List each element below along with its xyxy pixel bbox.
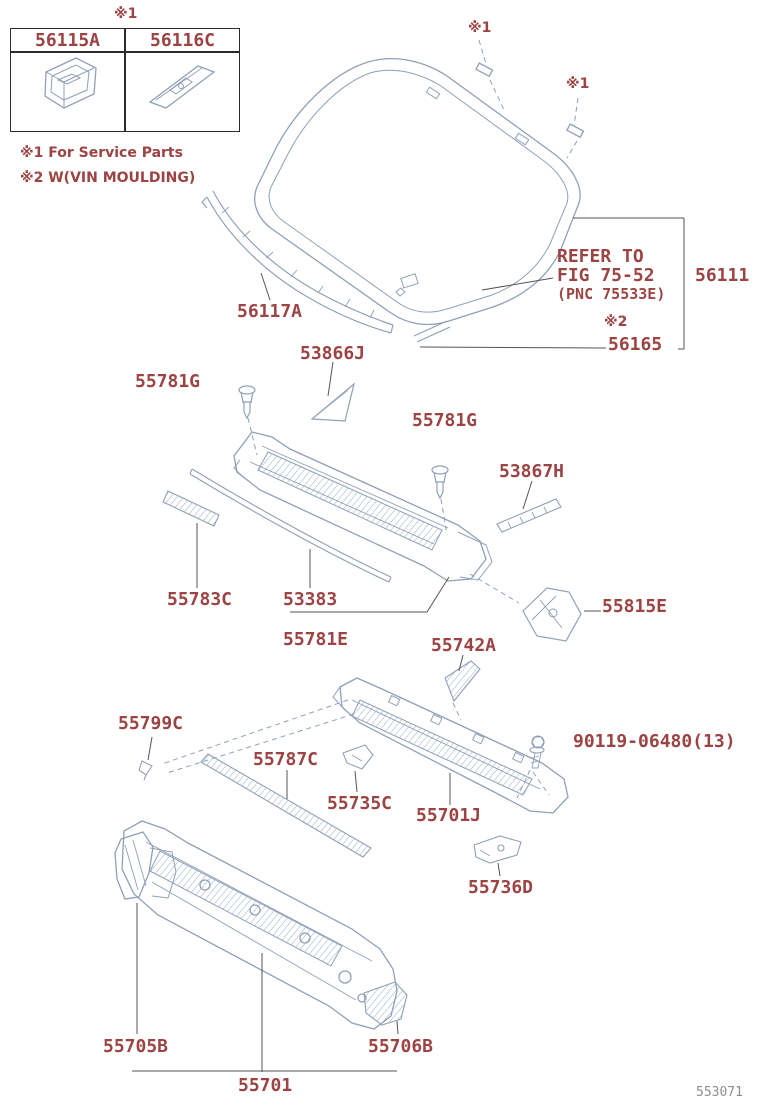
service-parts-table: 56115A 56116C (10, 28, 240, 132)
mark-service-top: ※1 (468, 20, 492, 36)
cowl-brace-bracket-drawing (473, 835, 522, 864)
part-label-55781G-upper: 55781G (135, 371, 201, 392)
cowl-bracket-drawing (342, 744, 374, 770)
note-vin-moulding: ※2 W(VIN MOULDING) (20, 170, 196, 186)
part-label-55781G-lower: 55781G (412, 410, 478, 431)
refer-line3: (PNC 75533E) (557, 285, 666, 303)
dash-seal-strip-drawing (200, 753, 372, 858)
clip-bolt-lower-drawing (431, 465, 449, 500)
part-label-55735C: 55735C (327, 793, 393, 814)
part-label-90119-06480: 90119-06480(13) (573, 731, 736, 752)
part-label-55783C: 55783C (167, 589, 233, 610)
part-label-56111: 56111 (695, 265, 750, 286)
table-header-rule (11, 51, 239, 53)
cowl-brace-drawing (310, 382, 356, 422)
note-service-parts: ※1 For Service Parts (20, 145, 183, 161)
part-label-56117A: 56117A (237, 301, 303, 322)
cowl-side-strip-drawing (496, 498, 562, 533)
legend-col1-header: 56115A (34, 30, 101, 51)
refer-line2: FIG 75-52 (557, 265, 655, 286)
cowl-seal-strip-drawing (162, 490, 220, 527)
part-label-56165: 56165 (608, 334, 663, 355)
part-label-55815E: 55815E (602, 596, 668, 617)
part-label-55736D: 55736D (468, 877, 534, 898)
cowl-insulator-drawing (444, 660, 481, 703)
part-label-55787C: 55787C (253, 749, 319, 770)
dashed-leader-lines (161, 39, 579, 799)
windshield-glass-drawing (254, 58, 585, 343)
part-label-53383: 53383 (283, 589, 338, 610)
part-label-55701: 55701 (238, 1075, 293, 1096)
part-label-53866J: 53866J (300, 343, 366, 364)
refer-line1: REFER TO (557, 246, 644, 267)
legend-clip-56115A-drawing (44, 57, 97, 109)
legend-clip-56116C-drawing (148, 65, 216, 109)
legend-mark: ※1 (114, 6, 138, 22)
cowl-side-panel-drawing (522, 587, 582, 642)
part-label-55781E: 55781E (283, 629, 349, 650)
legend-col2-header: 56116C (149, 30, 216, 51)
mark-service-right: ※1 (566, 76, 590, 92)
part-label-53867H: 53867H (499, 461, 565, 482)
part-label-55701J: 55701J (416, 805, 482, 826)
part-label-55705B: 55705B (103, 1036, 169, 1057)
windshield-moulding-drawing (201, 190, 394, 334)
cowl-outer-panel-drawing (332, 677, 569, 814)
leader-lines (132, 217, 685, 1072)
figure-number: 553071 (696, 1085, 743, 1100)
part-label-55706B: 55706B (368, 1036, 434, 1057)
cowl-side-bracket-drawing (363, 981, 408, 1026)
table-divider (124, 29, 126, 131)
clip-bolt-upper-drawing (238, 385, 256, 420)
mark-vin: ※2 (604, 314, 628, 330)
refer-note: REFER TO FIG 75-52 (PNC 75533E) (557, 247, 665, 304)
clip-drawing (138, 760, 153, 781)
part-label-55799C: 55799C (118, 713, 184, 734)
part-label-55742A: 55742A (431, 635, 497, 656)
bolt-drawing (529, 735, 545, 769)
cowl-louver-panel-drawing (233, 431, 493, 582)
weatherstrip-drawing (189, 468, 392, 583)
